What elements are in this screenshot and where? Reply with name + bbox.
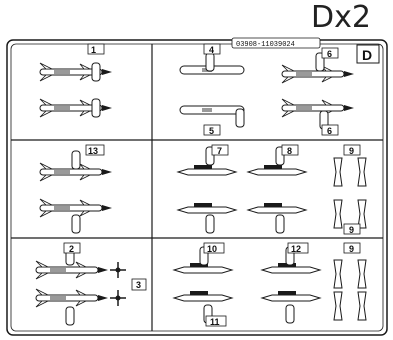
sprue-letter: D <box>362 47 372 63</box>
part-label-5: 5 <box>209 126 214 136</box>
part-9-pylon-h <box>357 291 367 321</box>
part-9-pylon-e <box>333 259 343 289</box>
part-label-9a: 9 <box>349 146 354 156</box>
part-1-missile-a <box>39 62 113 82</box>
part-13-missile-b <box>39 198 113 218</box>
part-label-4: 4 <box>209 45 214 55</box>
part-label-8: 8 <box>287 146 292 156</box>
part-7-ship-a <box>177 164 237 176</box>
part-label-2: 2 <box>69 244 74 254</box>
part-11-ship <box>173 290 233 302</box>
part-8-ship-a <box>247 164 307 176</box>
part-label-6b: 6 <box>327 126 332 136</box>
part-1-missile-b <box>39 98 113 118</box>
part-9-pylon-a <box>333 157 343 187</box>
sprue-code-tag <box>231 37 321 49</box>
sprue-frame <box>6 39 388 336</box>
part-label-6a: 6 <box>327 49 332 59</box>
part-8-ship-b <box>247 202 307 214</box>
part-3-fin-a <box>110 262 126 278</box>
part-label-7: 7 <box>217 146 222 156</box>
part-label-12: 12 <box>291 244 301 254</box>
part-12-ship-b <box>261 290 321 302</box>
sprue-code: 03908-11039024 <box>236 41 295 49</box>
part-label-3: 3 <box>136 280 141 290</box>
part-label-11: 11 <box>210 317 220 327</box>
part-9-pylon-f <box>357 259 367 289</box>
part-9-pylon-g <box>333 291 343 321</box>
part-9-pylon-b <box>357 157 367 187</box>
part-3-fin-b <box>110 290 126 306</box>
part-9-pylon-c <box>333 199 343 229</box>
part-label-9b: 9 <box>349 225 354 235</box>
part-label-10: 10 <box>207 244 217 254</box>
part-2-missile-b <box>35 288 109 308</box>
part-label-1: 1 <box>91 45 96 55</box>
sprue-quantity-title: Dx2 <box>311 0 371 35</box>
part-7-ship-b <box>177 202 237 214</box>
part-6-missile-b <box>281 98 355 118</box>
part-5-pod <box>179 105 245 115</box>
part-label-13: 13 <box>88 146 98 156</box>
sprue-letter-box <box>356 44 380 64</box>
part-label-9c: 9 <box>349 244 354 254</box>
header: Dx2 <box>0 0 393 36</box>
